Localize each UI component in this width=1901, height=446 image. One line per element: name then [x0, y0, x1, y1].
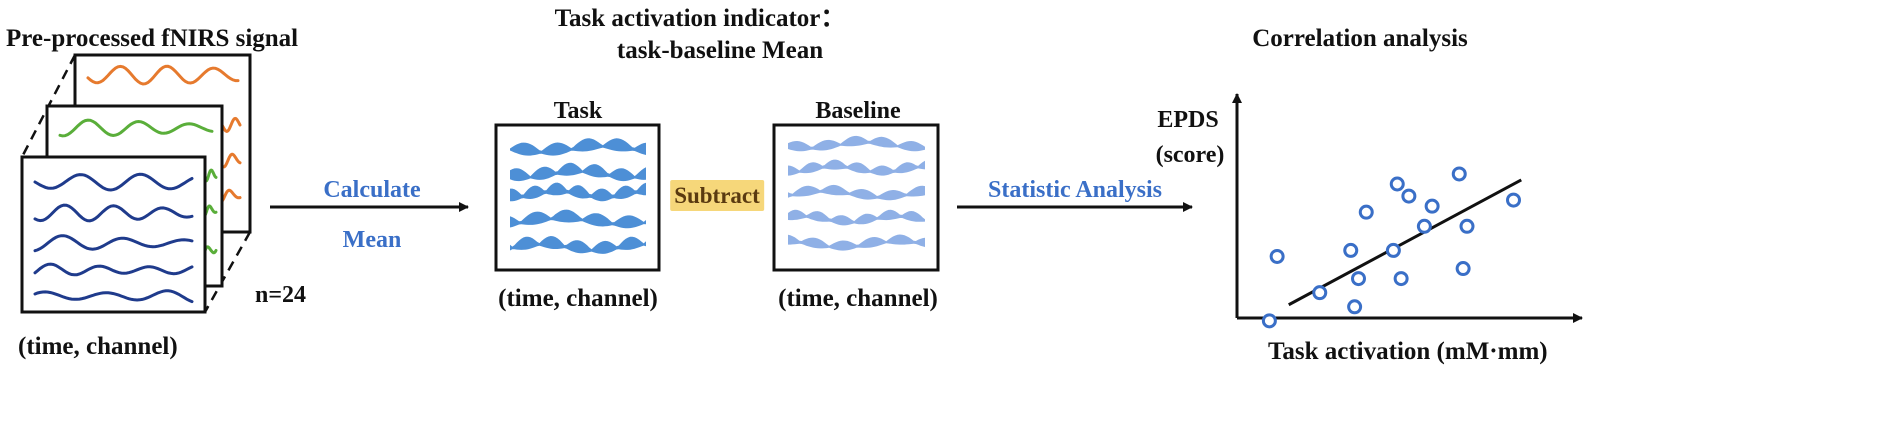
- filled-wave: [510, 182, 646, 202]
- scatter-point: [1459, 218, 1475, 234]
- baseline-filled-waves: [788, 135, 925, 251]
- scatter-point: [1424, 198, 1440, 214]
- calculate-label: Calculate: [323, 177, 421, 203]
- scatter-point: [1393, 271, 1409, 287]
- filled-wave: [510, 138, 646, 156]
- scatter-point: [1269, 248, 1285, 264]
- trend-line: [1288, 178, 1522, 307]
- scatter-point: [1261, 313, 1277, 329]
- signal-dims-label: (time, channel): [18, 333, 178, 360]
- section3-title: Correlation analysis: [1252, 25, 1468, 52]
- signal-stack: [20, 53, 252, 314]
- orange-wave-edge: [220, 116, 242, 133]
- navy-wave: [33, 172, 194, 192]
- section1-title: Pre-processed fNIRS signal: [6, 25, 299, 52]
- mean-label: Mean: [342, 227, 402, 253]
- scatter-point: [1347, 299, 1363, 315]
- task-filled-waves: [510, 138, 646, 254]
- x-axis-label: Task activation (mM·mm): [1268, 338, 1548, 365]
- scatter-point: [1358, 204, 1374, 220]
- y-axis-label-line2: (score): [1155, 142, 1225, 168]
- y-axis-label-line1: EPDS: [1157, 107, 1219, 133]
- count-label: n=24: [255, 282, 307, 308]
- scatter-point: [1455, 261, 1471, 277]
- scatter-point: [1451, 166, 1467, 182]
- green-wave-edge: [203, 168, 218, 183]
- filled-wave: [510, 236, 646, 254]
- filled-wave: [788, 184, 925, 201]
- subtract-badge: Subtract: [670, 180, 764, 211]
- scatter-point: [1351, 271, 1366, 287]
- signal-frame-front: [20, 155, 207, 314]
- green-wave: [58, 118, 214, 138]
- scatter-point: [1312, 285, 1328, 301]
- task-dims-label: (time, channel): [498, 285, 658, 312]
- baseline-dims-label: (time, channel): [778, 285, 938, 312]
- filled-wave: [788, 234, 925, 251]
- scatter-point: [1416, 218, 1432, 234]
- navy-wave: [33, 262, 194, 277]
- filled-wave: [788, 135, 925, 152]
- stack-dashed-bottom: [203, 231, 252, 313]
- navy-wave: [33, 203, 194, 223]
- scatter-plot: [1261, 166, 1522, 329]
- green-wave-edge: [203, 204, 218, 217]
- green-wave-edge: [203, 245, 218, 255]
- scatter-point: [1401, 188, 1417, 204]
- orange-wave-edge: [220, 152, 242, 169]
- section2-title-line1: Task activation indicator：: [554, 5, 846, 32]
- orange-signal-waves: [86, 64, 242, 203]
- filled-wave: [510, 209, 646, 229]
- orange-wave: [86, 64, 240, 86]
- navy-signal-waves: [33, 172, 194, 304]
- navy-wave: [33, 289, 194, 304]
- scatter-point: [1385, 242, 1401, 258]
- task-label: Task: [553, 98, 603, 124]
- filled-wave: [788, 209, 925, 226]
- filled-wave: [788, 159, 925, 176]
- green-signal-waves: [58, 118, 218, 255]
- filled-wave: [510, 162, 646, 182]
- baseline-label: Baseline: [815, 98, 901, 124]
- scatter-point: [1506, 192, 1521, 208]
- statistic-analysis-label: Statistic Analysis: [987, 177, 1163, 203]
- scatter-point: [1343, 242, 1359, 258]
- section2-title-line2: task-baseline Mean: [616, 37, 824, 64]
- scatter-point: [1389, 176, 1405, 192]
- navy-wave: [33, 234, 194, 253]
- orange-wave-edge: [220, 188, 242, 203]
